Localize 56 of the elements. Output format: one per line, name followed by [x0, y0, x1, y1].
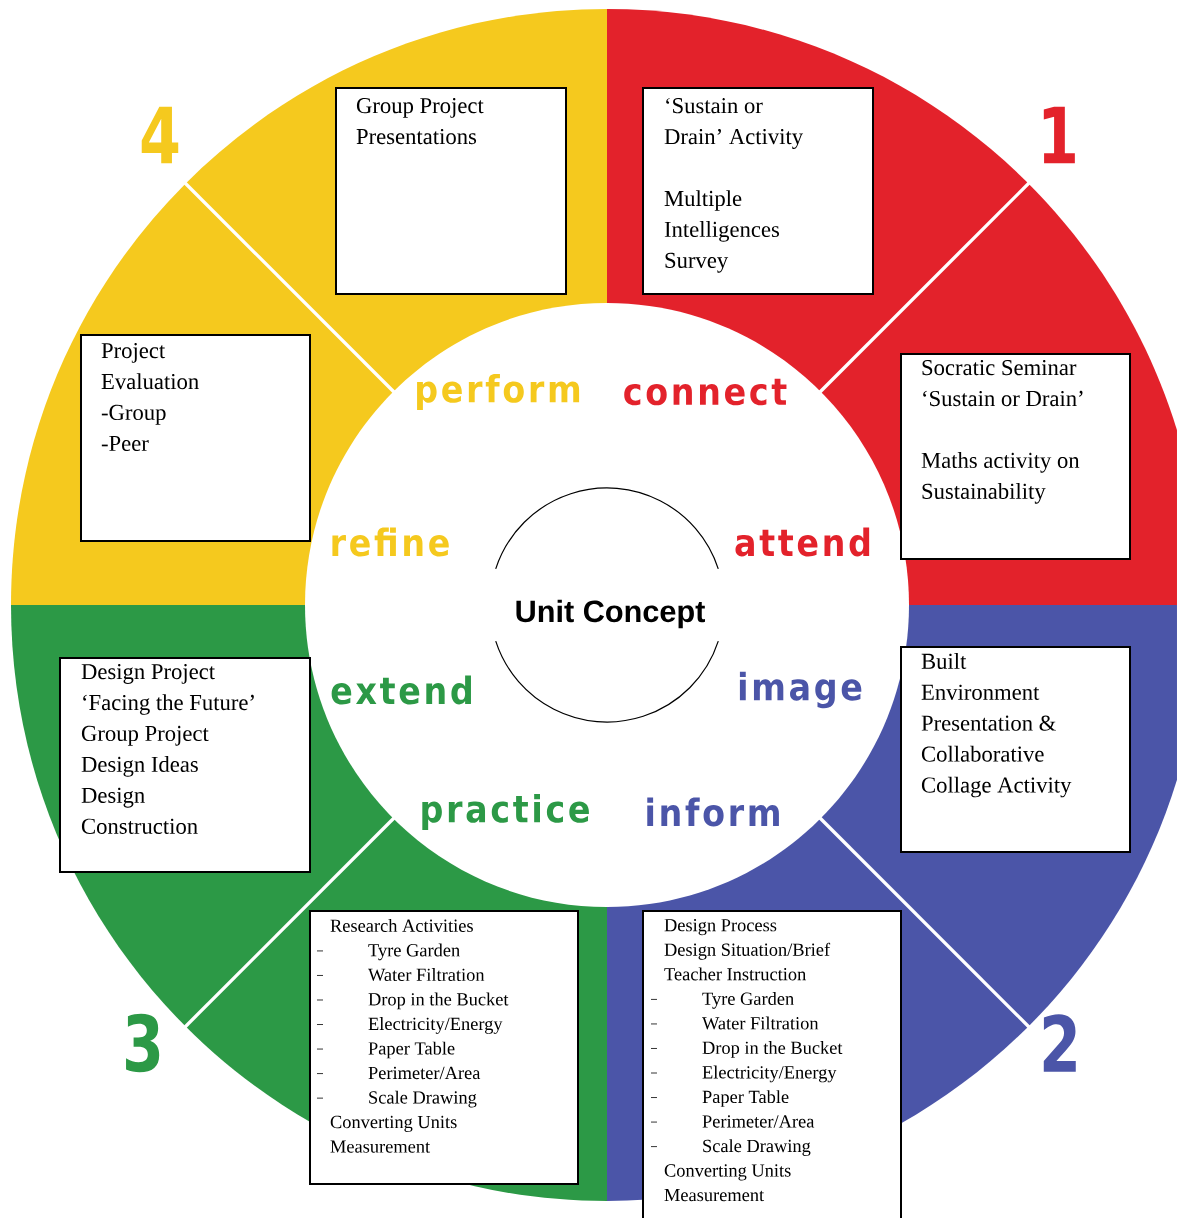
- box-text: Maths activity on Sustainability: [921, 452, 1080, 504]
- activity-box: [900, 353, 1131, 560]
- box-text: Project Evaluation: [101, 343, 199, 390]
- activity-box: [80, 334, 311, 542]
- ring-word: image: [739, 671, 862, 709]
- concept-title: Unit Concept: [516, 599, 705, 629]
- box-text: Design Process: [664, 919, 777, 936]
- box-text: -Group: [101, 404, 166, 425]
- box-text: Teacher Instruction: [664, 967, 806, 981]
- list-item: Electricity/Energy: [368, 1017, 503, 1034]
- box-text: Socratic Seminar ‘Sustain or Drain’: [922, 360, 1083, 407]
- list-item: Drop in the Bucket: [702, 1041, 843, 1058]
- list-item: Drop in the Bucket: [368, 992, 509, 1010]
- list-item: Tyre Garden: [702, 992, 794, 1009]
- box-text: Converting Units: [330, 1115, 457, 1132]
- box-text: Measurement: [330, 1140, 431, 1153]
- box-text: Built Environment Presentation & Collaborative Collage Activity: [921, 653, 1072, 798]
- activity-box: [309, 910, 579, 1185]
- segment-number: 2: [1043, 1014, 1076, 1072]
- list-item: Water Filtration: [702, 1016, 819, 1030]
- ring-word: perform: [417, 373, 580, 411]
- box-text: ‘Sustain or Drain’ Activity: [664, 98, 804, 149]
- box-text: ‘Facing the Future’: [83, 694, 254, 715]
- list-item: Paper Table: [368, 1041, 455, 1059]
- segment-number: 3: [126, 1013, 160, 1073]
- list-item: Perimeter/Area: [368, 1066, 481, 1080]
- activity-box: [642, 910, 902, 1218]
- ring-word: refine: [332, 527, 449, 557]
- list-item: Scale Drawing: [369, 1090, 477, 1108]
- activity-box: [642, 87, 874, 295]
- ring-word: practice: [422, 793, 589, 831]
- activity-box: [59, 657, 311, 873]
- segment-number: 1: [1043, 106, 1075, 164]
- box-text: Design Project: [81, 664, 215, 684]
- box-text: Design Situation/Brief: [664, 942, 831, 960]
- list-item: Paper Table: [702, 1090, 789, 1107]
- box-text: Converting Units: [664, 1164, 791, 1181]
- box-text: Group Project Presentations: [356, 98, 484, 145]
- segment-number: 4: [141, 106, 179, 164]
- box-text: Design Ideas: [81, 756, 198, 777]
- ring-word: inform: [647, 797, 779, 827]
- box-text: Design Construction: [81, 787, 198, 834]
- list-item: Perimeter/Area: [702, 1115, 815, 1128]
- box-text: -Peer: [101, 435, 149, 452]
- ring-word: connect: [624, 378, 787, 406]
- box-text: Multiple Intelligences Survey: [664, 190, 779, 273]
- box-text: Research Activities: [330, 919, 473, 932]
- activity-box: [335, 87, 567, 295]
- list-item: Scale Drawing: [703, 1139, 811, 1156]
- activity-box: [900, 646, 1131, 853]
- box-text: Group Project: [81, 725, 209, 746]
- list-item: Electricity/Energy: [702, 1065, 837, 1083]
- ring-word: attend: [735, 527, 870, 557]
- box-text: Measurement: [664, 1189, 765, 1202]
- list-item: Water Filtration: [368, 968, 485, 982]
- list-item: Tyre Garden: [368, 943, 460, 961]
